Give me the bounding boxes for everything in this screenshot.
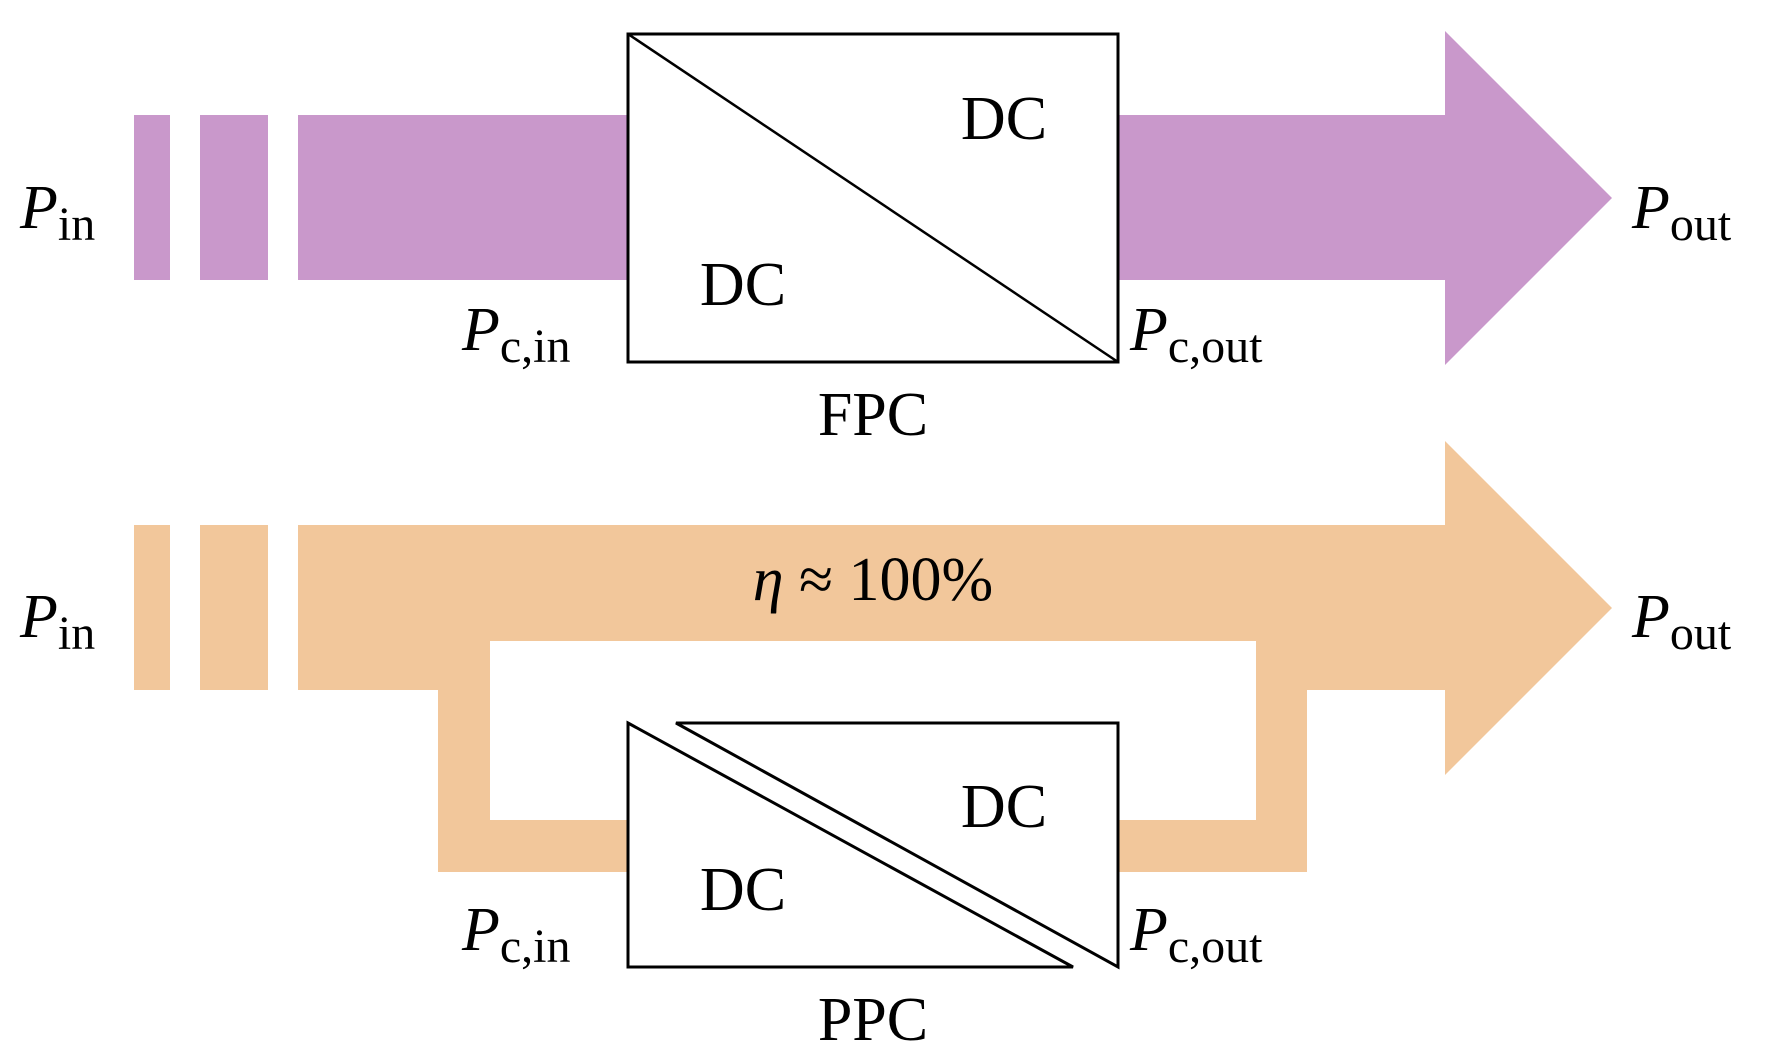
fpc-input-dash-1 xyxy=(134,115,170,280)
ppc-pc-in-label: Pc,in xyxy=(461,896,571,973)
ppc-input-dash-1 xyxy=(134,525,170,690)
fpc-input-band xyxy=(298,115,628,280)
ppc-input-dash-2 xyxy=(200,525,268,690)
fpc-pc-out-label: Pc,out xyxy=(1129,296,1263,373)
fpc-converter-name: FPC xyxy=(818,381,928,449)
fpc-dc-bottom-label: DC xyxy=(700,251,786,319)
fpc-p-in-label: Pin xyxy=(19,174,95,251)
ppc-efficiency-label: η ≈ 100% xyxy=(753,546,993,614)
ppc-converter-name: PPC xyxy=(818,986,928,1054)
ppc-main-band-arrow xyxy=(298,441,1612,872)
ppc-p-in-label: Pin xyxy=(19,583,95,660)
ppc-pc-out-label: Pc,out xyxy=(1129,896,1263,973)
fpc-pc-in-label: Pc,in xyxy=(461,296,571,373)
fpc-p-out-label: Pout xyxy=(1631,174,1732,251)
ppc-converter-box: DC DC xyxy=(626,720,1120,970)
fpc-dc-top-label: DC xyxy=(961,85,1047,153)
ppc-dc-top-label: DC xyxy=(961,773,1047,841)
fpc-converter-diagonal xyxy=(627,32,1119,364)
ppc-power-flow xyxy=(134,441,1612,872)
fpc-converter-box: DC DC xyxy=(626,32,1120,364)
ppc-dc-bottom-label: DC xyxy=(700,856,786,924)
fpc-input-dash-2 xyxy=(200,115,268,280)
fpc-output-arrow xyxy=(1118,31,1612,365)
ppc-p-out-label: Pout xyxy=(1631,583,1732,660)
fpc-power-flow xyxy=(134,31,1612,365)
